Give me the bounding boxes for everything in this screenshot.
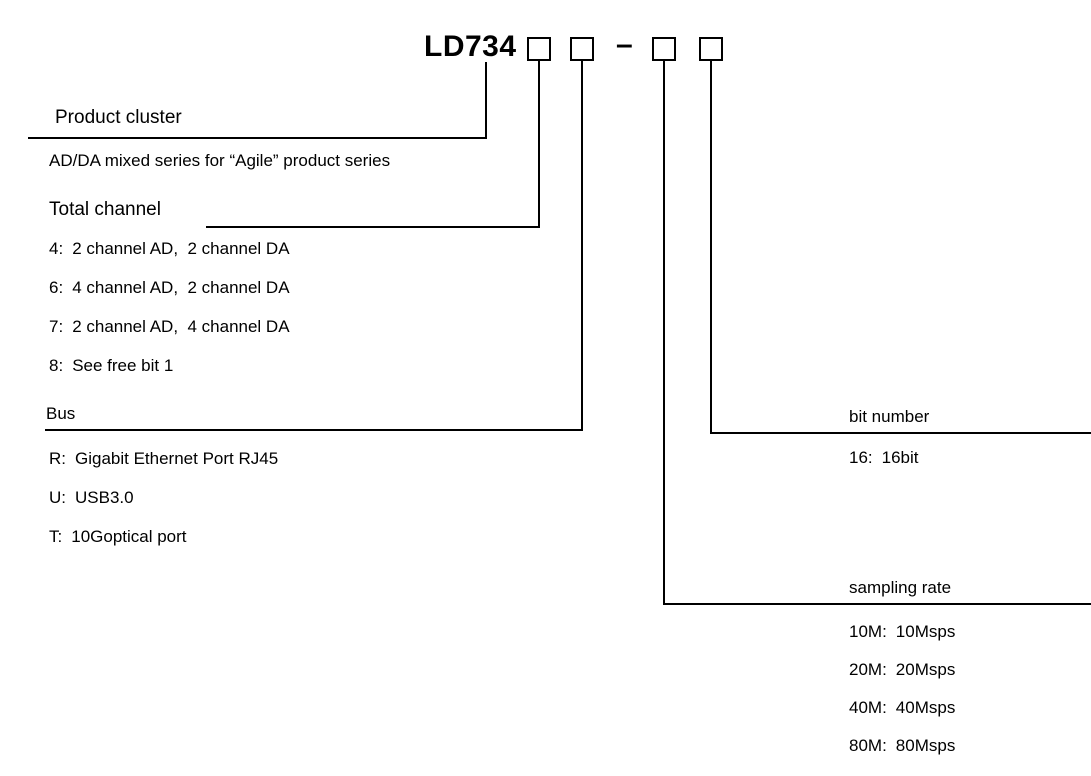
total-channel-connector-vertical (538, 61, 540, 228)
option-code: U: (49, 488, 66, 507)
option-code: R: (49, 449, 66, 468)
total-channel-option: 7: 2 channel AD, 4 channel DA (49, 316, 290, 338)
total-channel-option: 6: 4 channel AD, 2 channel DA (49, 277, 290, 299)
bit-number-option: 16: 16bit (849, 447, 919, 469)
option-label: 20Msps (895, 660, 956, 679)
bus-connector-vertical (581, 61, 583, 431)
total-channel-connector-horizontal (206, 226, 540, 228)
model-name: LD734 (424, 30, 517, 63)
option-label: 10Goptical port (71, 527, 187, 546)
total-channel-option: 4: 2 channel AD, 2 channel DA (49, 238, 290, 260)
option-code: 7: (49, 317, 64, 336)
option-code: T: (49, 527, 63, 546)
product-cluster-title: Product cluster (55, 107, 182, 128)
product-cluster-description: AD/DA mixed series for “Agile” product s… (49, 151, 391, 170)
sampling-rate-title: sampling rate (849, 578, 952, 597)
bus-option: U: USB3.0 (49, 487, 134, 509)
option-label: See free bit 1 (72, 356, 174, 375)
sampling-rate-connector-horizontal (663, 603, 1091, 605)
product-cluster-connector-vertical (485, 62, 487, 138)
option-code: 20M: (849, 660, 887, 679)
bus-title: Bus (46, 404, 76, 423)
option-label: Gigabit Ethernet Port RJ45 (75, 449, 279, 468)
sampling-rate-option: 10M: 10Msps (849, 621, 955, 643)
option-code: 6: (49, 278, 64, 297)
sampling-rate-option: 40M: 40Msps (849, 697, 955, 719)
sampling-rate-option: 20M: 20Msps (849, 659, 955, 681)
model-dash: – (616, 28, 633, 61)
bus-option: T: 10Goptical port (49, 526, 187, 548)
option-code: 4: (49, 239, 64, 258)
bit-number-title: bit number (849, 407, 930, 426)
model-digit-box-2 (570, 37, 594, 61)
total-channel-title: Total channel (49, 199, 161, 220)
model-digit-box-4 (699, 37, 723, 61)
option-label: 10Msps (895, 622, 956, 641)
option-label: 2 channel AD, 4 channel DA (72, 317, 290, 336)
bus-connector-horizontal (45, 429, 583, 431)
total-channel-option: 8: See free bit 1 (49, 355, 173, 377)
option-label: 16bit (881, 448, 919, 467)
option-label: 4 channel AD, 2 channel DA (72, 278, 290, 297)
option-code: 40M: (849, 698, 887, 717)
option-label: USB3.0 (75, 488, 134, 507)
option-label: 2 channel AD, 2 channel DA (72, 239, 290, 258)
bit-number-connector-vertical (710, 61, 712, 433)
option-code: 80M: (849, 736, 887, 755)
model-digit-box-3 (652, 37, 676, 61)
product-cluster-connector-horizontal (28, 137, 487, 139)
bit-number-connector-horizontal (710, 432, 1091, 434)
option-code: 8: (49, 356, 64, 375)
option-label: 40Msps (895, 698, 956, 717)
sampling-rate-option: 80M: 80Msps (849, 735, 955, 757)
sampling-rate-connector-vertical (663, 61, 665, 604)
model-digit-box-1 (527, 37, 551, 61)
option-code: 16: (849, 448, 873, 467)
option-code: 10M: (849, 622, 887, 641)
bus-option: R: Gigabit Ethernet Port RJ45 (49, 448, 278, 470)
option-label: 80Msps (895, 736, 956, 755)
